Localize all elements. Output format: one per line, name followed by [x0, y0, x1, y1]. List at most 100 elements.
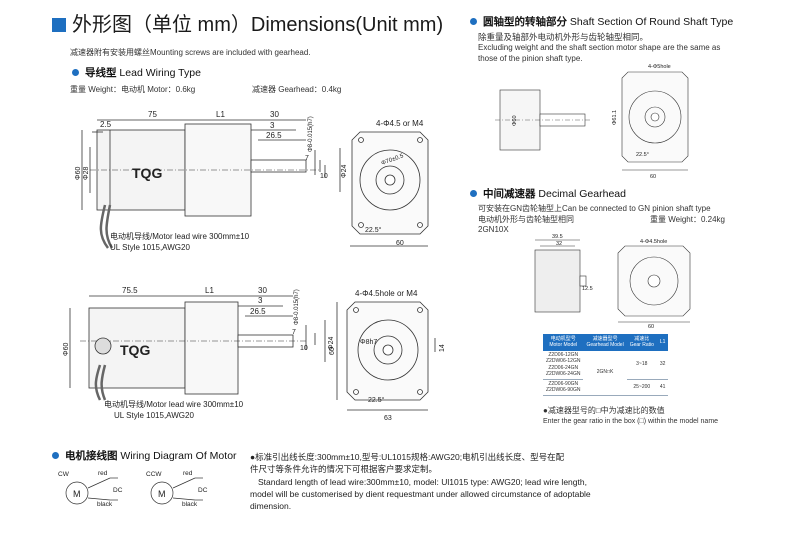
- dim-mount-holes-1: 4-Φ4.5 or M4: [376, 119, 424, 128]
- wiring-diagram-ccw: [150, 477, 203, 505]
- dim-30: 30: [270, 110, 279, 119]
- dim-phi60: Φ60: [75, 167, 82, 180]
- motor-front-view-2: [336, 301, 436, 411]
- shaft-desc-en2: those of the pinion shaft type.: [478, 54, 583, 63]
- red-wire-label-1: red: [98, 470, 108, 477]
- dc-label-2: DC: [198, 487, 208, 494]
- dim-phi8-2: Φ8-0.015(h7): [294, 289, 300, 325]
- dim-2-5: 2.5: [100, 120, 112, 129]
- wiring-section-title: 电机接线图 Wiring Diagram Of Motor: [52, 448, 237, 463]
- table-cell-l1-1: 32: [656, 350, 669, 380]
- table-cell-ratio-1: 3~18: [626, 350, 657, 380]
- decimal-desc2: 电动机外形与齿轮轴型相同: [478, 215, 574, 224]
- dim-3: 3: [270, 121, 275, 130]
- dim-mount-holes-2: 4-Φ4.5hole or M4: [355, 289, 418, 298]
- red-wire-label-2: red: [183, 470, 193, 477]
- motor-side-view-1: [81, 119, 341, 249]
- black-wire-label-2: black: [182, 501, 198, 508]
- dim-14: 14: [439, 344, 446, 352]
- wiring-diagram-cw: [65, 477, 118, 505]
- decimal-weight: 重量 Weight：0.24kg: [650, 215, 725, 224]
- dim-angle-2: 22.5°: [368, 396, 385, 404]
- dim-angle-shaft: 22.5°: [636, 152, 649, 158]
- th-l1: L1: [656, 334, 669, 351]
- wiring-note-cn2: 件尺寸等条件允许的情况下可根据客户要求定制。: [250, 464, 438, 474]
- gear-note-en: Enter the gear ratio in the box (□) with…: [543, 418, 719, 425]
- bullet-icon: [72, 69, 79, 76]
- brand-logo-2: TQG: [120, 342, 150, 358]
- dim-60-shaft: 60: [650, 174, 656, 180]
- weight-motor: 重量 Weight：电动机 Motor：0.6kg: [70, 85, 196, 94]
- motor-symbol-2: M: [158, 489, 166, 499]
- dim-75: 75: [148, 110, 157, 119]
- dim-32: 32: [556, 241, 562, 247]
- bullet-icon: [52, 452, 59, 459]
- dim-60-1: 60: [396, 240, 404, 247]
- lead-wire-en-2: UL Style 1015,AWG20: [114, 411, 194, 420]
- dim-phi8h7: Φ8h7: [360, 339, 377, 346]
- dim-60-2: 60: [329, 347, 336, 355]
- wiring-note-en3: dimension.: [250, 501, 292, 511]
- dim-phi61-1: Φ61.1: [612, 110, 618, 125]
- wiring-note-cn1: ●标准引出线长度:300mm±10,型号:UL1015规格:AWG20;电机引出…: [250, 452, 565, 462]
- dim-phi24: Φ24: [341, 165, 348, 178]
- decimal-side-view: [534, 239, 587, 313]
- dim-phi60-shaft: Φ60: [512, 115, 518, 126]
- dim-7-2: 7: [292, 329, 296, 336]
- dim-26-5-2: 26.5: [250, 307, 266, 316]
- dim-phi28: Φ28: [83, 167, 90, 180]
- dim-phi24-2: Φ24: [328, 337, 335, 350]
- dim-26-5: 26.5: [266, 131, 282, 140]
- dim-60-dec: 60: [648, 324, 654, 330]
- black-wire-label-1: black: [97, 501, 113, 508]
- dim-63: 63: [384, 415, 392, 422]
- bullet-icon: [470, 190, 477, 197]
- table-cell-gearhead: 2GN□K: [583, 350, 627, 396]
- ccw-label: CCW: [146, 471, 162, 478]
- shaft-desc-cn: 除重量及轴部外电动机外形与齿轮轴型相同。: [478, 32, 649, 42]
- lead-wire-en-1: UL Style 1015,AWG20: [110, 243, 190, 252]
- dim-4-phi4-5hole: 4-Φ4.5hole: [640, 239, 667, 245]
- wiring-note-en2: model will be customerised by dient requ…: [250, 489, 591, 499]
- dim-39-5: 39.5: [552, 234, 563, 240]
- dim-angle-1: 22.5°: [365, 226, 382, 234]
- motor-side-view-2: [69, 295, 326, 401]
- lead-wire-cn-1: 电动机导线/Motor lead wire 300mm±10: [110, 231, 250, 241]
- table-cell-l1-2: 41: [656, 379, 669, 396]
- decimal-desc1: 可安装在GN齿轮轴型上Can be connected to GN pinion…: [478, 204, 711, 213]
- dim-10-2: 10: [300, 345, 308, 352]
- dim-75-5: 75.5: [122, 286, 138, 295]
- cw-label: CW: [58, 471, 70, 478]
- dim-10: 10: [320, 173, 328, 180]
- page-title: 外形图（单位 mm）Dimensions(Unit mm): [52, 8, 443, 37]
- dim-l1: L1: [216, 110, 225, 119]
- title-marker-icon: [52, 18, 66, 32]
- decimal-model: 2GN10X: [478, 225, 509, 234]
- dim-7: 7: [305, 155, 309, 162]
- dim-30-2: 30: [258, 286, 267, 295]
- table-cell-ratio-2: 25~200: [626, 379, 657, 396]
- decimal-section-title: 中间减速器 Decimal Gearhead: [470, 186, 626, 201]
- dim-12-5: 12.5: [582, 286, 593, 292]
- dim-4-phi5hole: 4-Φ5hole: [648, 64, 671, 70]
- shaft-side-view: [495, 89, 590, 151]
- shaft-desc-en1: Excluding weight and the shaft section m…: [478, 43, 721, 52]
- bullet-icon: [470, 18, 477, 25]
- lead-wire-cn-2: 电动机导线/Motor lead wire 300mm±10: [104, 399, 244, 409]
- dim-phi8: Φ8-0.015(h7): [308, 116, 314, 152]
- motor-symbol-1: M: [73, 489, 81, 499]
- lead-section-title: 导线型 Lead Wiring Type: [72, 65, 201, 80]
- brand-logo-1: TQG: [132, 165, 162, 181]
- mounting-note: 减速器附有安装用螺丝Mounting screws are included w…: [70, 48, 311, 57]
- shaft-section-title: 圆轴型的转轴部分 Shaft Section Of Round Shaft Ty…: [470, 14, 733, 29]
- motor-front-view-1: [350, 131, 429, 247]
- dim-phi60-2: Φ60: [63, 343, 70, 356]
- dim-l1-2: L1: [205, 286, 214, 295]
